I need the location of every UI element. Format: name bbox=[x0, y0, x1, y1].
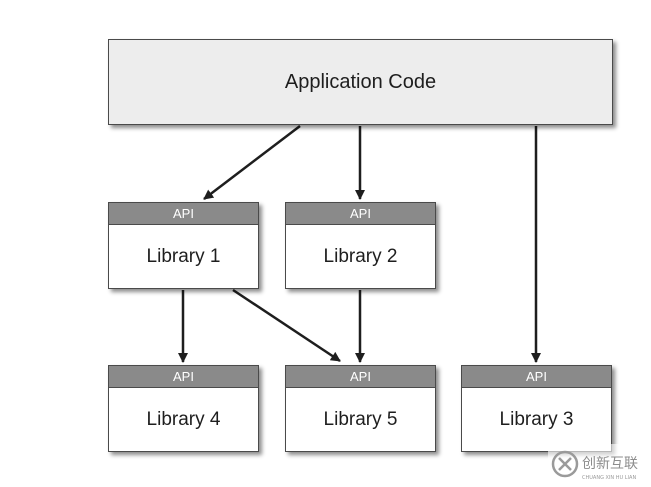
library-4-label: Library 4 bbox=[146, 409, 221, 430]
library-1-label: Library 1 bbox=[146, 246, 221, 267]
application-code-label: Application Code bbox=[284, 70, 437, 93]
library-3-box: API Library 3 bbox=[461, 365, 612, 452]
library-1-api-bar: API bbox=[109, 203, 258, 225]
library-5-label: Library 5 bbox=[323, 409, 398, 430]
library-3-api-bar: API bbox=[462, 366, 611, 388]
watermark-subtext: CHUANG XIN HU LIAN bbox=[582, 475, 636, 481]
watermark-logo: 创新互联 CHUANG XIN HU LIAN bbox=[548, 444, 648, 484]
library-5-box: API Library 5 bbox=[285, 365, 436, 452]
library-3-label: Library 3 bbox=[499, 409, 574, 430]
library-2-box: API Library 2 bbox=[285, 202, 436, 289]
watermark-text: 创新互联 bbox=[582, 456, 638, 472]
library-2-label: Library 2 bbox=[323, 246, 398, 267]
library-4-api-bar: API bbox=[109, 366, 258, 388]
arrow-app-to-lib1 bbox=[203, 125, 301, 200]
arrow-lib1-to-lib5 bbox=[232, 288, 341, 363]
library-2-api-bar: API bbox=[286, 203, 435, 225]
application-code-box: Application Code bbox=[108, 39, 613, 125]
library-5-api-bar: API bbox=[286, 366, 435, 388]
library-1-box: API Library 1 bbox=[108, 202, 259, 289]
library-4-box: API Library 4 bbox=[108, 365, 259, 452]
